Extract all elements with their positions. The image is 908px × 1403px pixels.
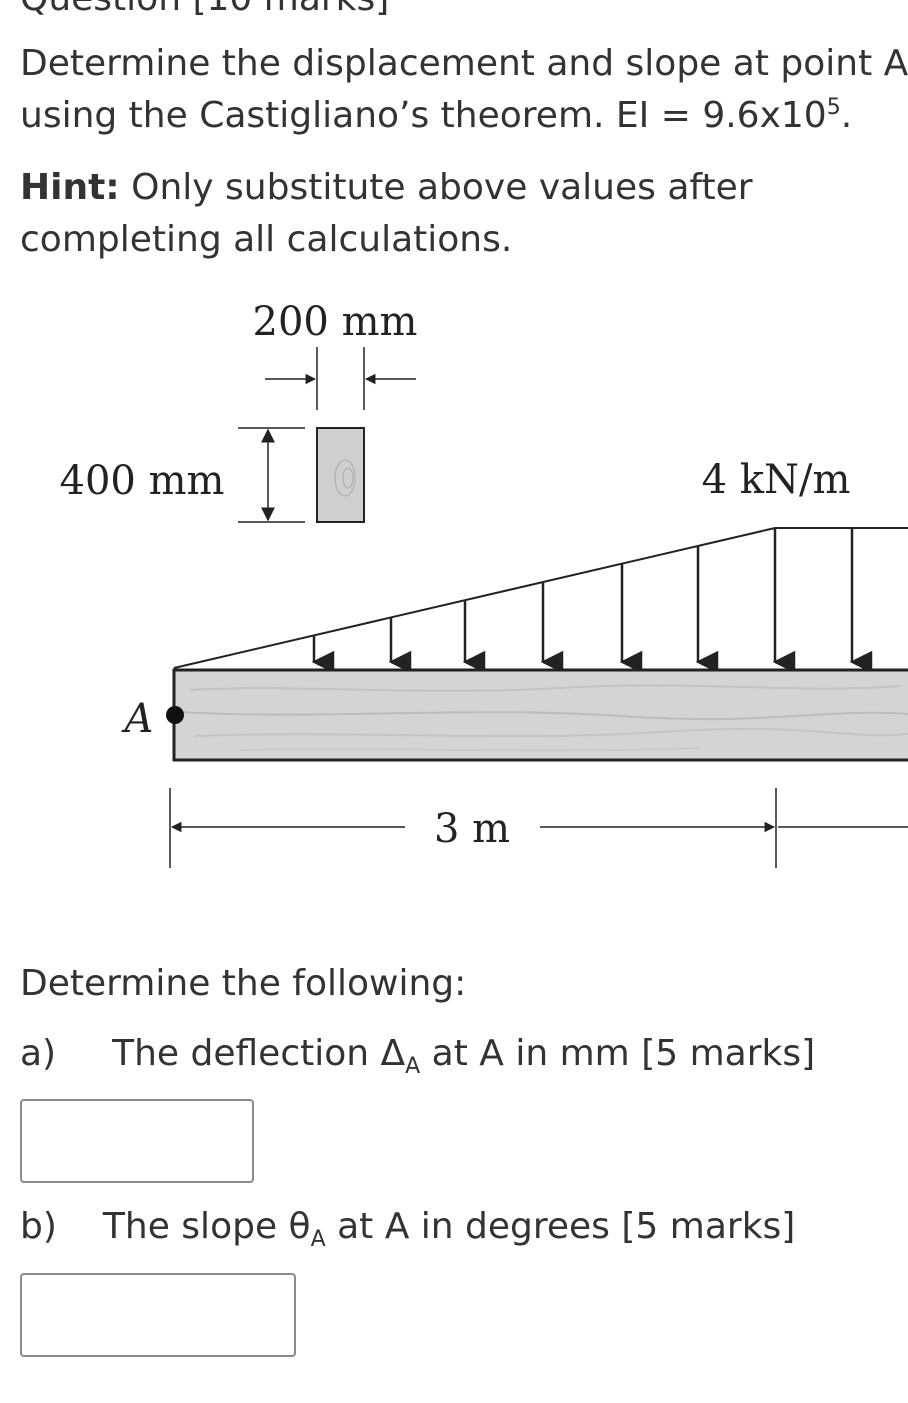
question-line-2-text: using the Castigliano’s theorem. EI = 9.… xyxy=(20,95,827,136)
task-b-text-end: at A in degrees [5 marks] xyxy=(325,1206,796,1247)
point-a-marker xyxy=(166,706,184,724)
deflection-answer-input[interactable] xyxy=(20,1099,254,1183)
tasks-intro: Determine the following: xyxy=(20,963,467,1004)
question-line-1: Determine the displacement and slope at … xyxy=(20,43,908,84)
question-heading: Question [10 marks] xyxy=(20,0,389,19)
beam xyxy=(172,668,908,762)
width-dimension-label: 200 mm xyxy=(253,299,418,345)
task-b: b) The slope θA at A in degrees [5 marks] xyxy=(20,1201,795,1266)
task-b-subscript: A xyxy=(310,1227,326,1252)
hint-line-2: completing all calculations. xyxy=(20,219,513,260)
point-a-label: A xyxy=(121,696,154,742)
span-label: 3 m xyxy=(434,806,510,852)
height-dimension-arrows xyxy=(238,427,305,523)
hint-label: Hint: xyxy=(20,167,120,208)
task-b-marker: b) xyxy=(20,1206,57,1247)
span-dimension xyxy=(169,788,908,868)
exponent: 5 xyxy=(826,95,841,120)
width-dimension-arrows xyxy=(265,347,416,410)
task-a-text: The deflection Δ xyxy=(112,1033,406,1074)
distributed-load xyxy=(173,527,908,674)
slope-answer-input[interactable] xyxy=(20,1273,296,1357)
task-b-text: The slope θ xyxy=(102,1206,311,1247)
hint-line-1: Hint: Only substitute above values after xyxy=(20,162,753,214)
beam-figure: 200 mm 400 mm 4 kN/m xyxy=(60,299,908,868)
question-line-2-end: . xyxy=(840,95,853,136)
hint-text: Only substitute above values after xyxy=(119,167,753,208)
question-line-2: using the Castigliano’s theorem. EI = 9.… xyxy=(20,90,852,142)
load-intensity-label: 4 kN/m xyxy=(702,457,851,503)
height-dimension-label: 400 mm xyxy=(60,458,225,504)
task-a-subscript: A xyxy=(405,1054,421,1079)
task-a-text-end: at A in mm [5 marks] xyxy=(420,1033,816,1074)
cross-section-rectangle xyxy=(316,427,365,523)
task-a-marker: a) xyxy=(20,1033,57,1074)
task-a: a) The deflection ΔA at A in mm [5 marks] xyxy=(20,1028,815,1093)
